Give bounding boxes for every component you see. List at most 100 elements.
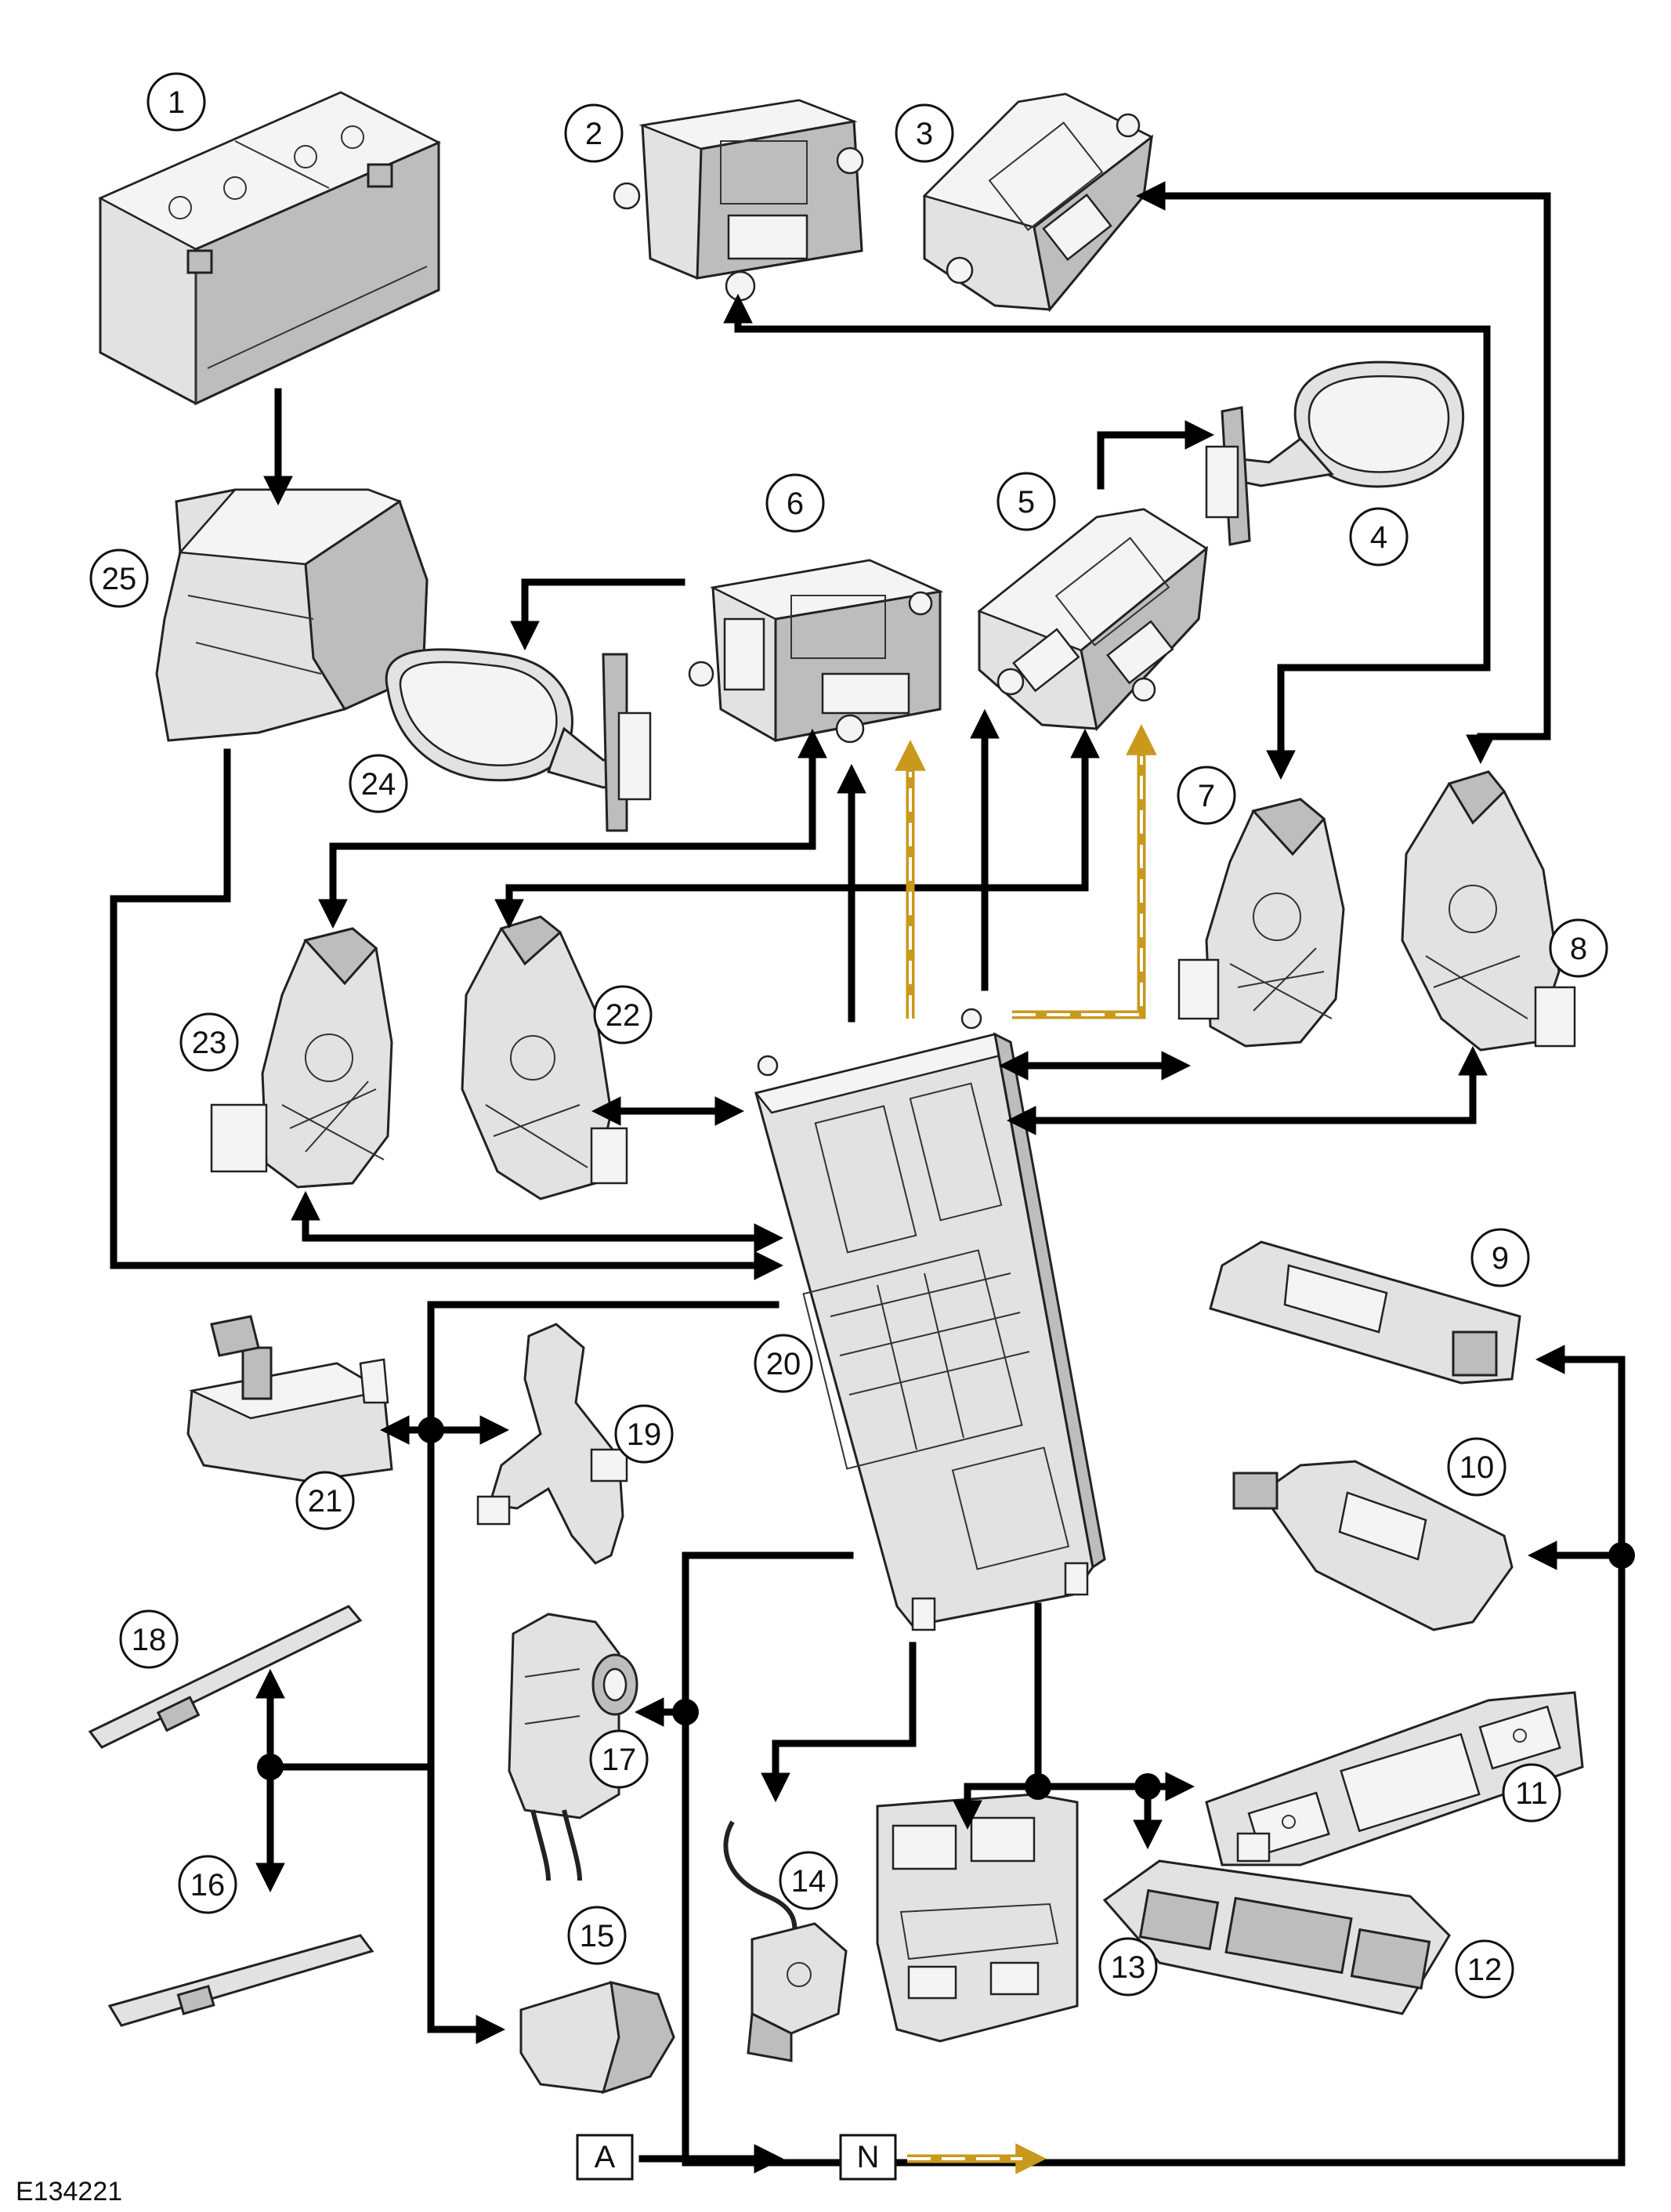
callout-circle <box>1349 507 1409 567</box>
callout-number: 4 <box>1370 520 1387 555</box>
callout-circle <box>349 754 408 813</box>
legend-item-n: N <box>839 2134 1047 2181</box>
callout-20: 20 <box>754 1334 813 1393</box>
callout-number: 8 <box>1570 932 1587 966</box>
callout-circle <box>295 1471 355 1530</box>
tailgate-latch-14-part <box>723 1820 848 2062</box>
callout-7: 7 <box>1177 766 1236 825</box>
callout-number: 21 <box>308 1484 343 1519</box>
callout-12: 12 <box>1455 1939 1514 1999</box>
callout-number: 9 <box>1492 1241 1509 1276</box>
callout-number: 14 <box>791 1864 826 1899</box>
sun-visor-9-part <box>1209 1240 1521 1385</box>
callout-4: 4 <box>1349 507 1409 567</box>
callout-21: 21 <box>295 1471 355 1530</box>
callout-number: 6 <box>787 487 804 521</box>
callout-circle <box>996 472 1056 531</box>
callout-circle <box>1177 766 1236 825</box>
callout-16: 16 <box>178 1855 237 1914</box>
central-junction-box-part <box>754 1008 1106 1631</box>
callout-circle <box>567 1906 627 1965</box>
exterior-mirror-left-part <box>385 648 652 832</box>
callout-circle <box>89 548 149 608</box>
callout-24: 24 <box>349 754 408 813</box>
callout-number: 19 <box>627 1417 662 1452</box>
handle-19-part <box>476 1323 628 1565</box>
sun-visor-10-part <box>1232 1460 1514 1631</box>
callout-circle <box>779 1851 838 1910</box>
junction-dots <box>257 1417 1635 1800</box>
callout-number: 3 <box>916 117 933 151</box>
callout-number: 16 <box>190 1868 226 1902</box>
module-3-part <box>922 92 1154 313</box>
callout-10: 10 <box>1447 1437 1506 1497</box>
callout-circle <box>1502 1763 1561 1823</box>
callout-circle <box>593 985 653 1044</box>
callout-number: 24 <box>361 767 396 802</box>
callout-1: 1 <box>146 72 206 132</box>
exterior-mirror-right-part <box>1205 360 1465 546</box>
callout-5: 5 <box>996 472 1056 531</box>
overhead-console-12-part <box>1102 1832 1451 2015</box>
callout-number: 7 <box>1198 779 1215 813</box>
callout-number: 1 <box>168 85 185 120</box>
door-latch-8-part <box>1401 770 1576 1052</box>
sensor-21-part <box>186 1315 393 1483</box>
legend-label-n: N <box>857 2140 880 2174</box>
legend-item-a: A <box>576 2134 784 2181</box>
battery-junction-box-part <box>155 488 429 742</box>
module-2-part <box>613 99 864 302</box>
wiring-a <box>110 181 1626 2167</box>
legend-label-a: A <box>595 2140 616 2174</box>
callout-number: 12 <box>1467 1953 1503 1987</box>
callout-number: 22 <box>606 998 641 1033</box>
callout-circle <box>564 103 624 163</box>
callout-6: 6 <box>765 473 825 533</box>
callout-circle <box>1455 1939 1514 1999</box>
callout-circle <box>178 1855 237 1914</box>
callout-25: 25 <box>89 548 149 608</box>
legend: A N <box>576 2134 1047 2181</box>
callout-number: 2 <box>585 117 602 151</box>
callout-circle <box>146 72 206 132</box>
callout-circle <box>119 1609 179 1669</box>
figure-reference: E134221 <box>16 2177 122 2207</box>
callout-number: 10 <box>1459 1450 1495 1485</box>
door-latch-7-part <box>1177 798 1345 1048</box>
callout-circle <box>765 473 825 533</box>
scuff-plate-lamp-16-part <box>107 1934 374 2027</box>
door-module-5-part <box>977 508 1209 732</box>
callout-circle <box>1447 1437 1506 1497</box>
door-module-6-part <box>688 559 944 744</box>
callout-3: 3 <box>895 103 954 163</box>
callout-18: 18 <box>119 1609 179 1669</box>
callout-number: 25 <box>102 562 137 596</box>
callout-14: 14 <box>779 1851 838 1910</box>
callout-number: 13 <box>1111 1950 1146 1985</box>
callout-11: 11 <box>1502 1763 1561 1823</box>
callout-number: 11 <box>1515 1776 1548 1811</box>
callout-circle <box>1098 1937 1158 1997</box>
callout-circle <box>1549 918 1608 978</box>
callout-8: 8 <box>1549 918 1608 978</box>
callout-circle <box>754 1334 813 1393</box>
callout-19: 19 <box>614 1404 674 1464</box>
callout-circle <box>614 1404 674 1464</box>
callout-number: 23 <box>192 1026 227 1060</box>
door-latch-23-part <box>210 927 393 1189</box>
callout-number: 18 <box>132 1623 167 1657</box>
door-latch-22-part <box>461 915 628 1200</box>
callout-circle <box>589 1729 649 1789</box>
callout-9: 9 <box>1470 1228 1530 1287</box>
callout-13: 13 <box>1098 1937 1158 1997</box>
callout-circle <box>179 1012 239 1072</box>
callout-number: 5 <box>1018 485 1035 520</box>
scuff-plate-lamp-18-part <box>88 1605 363 1749</box>
battery-part <box>98 91 441 406</box>
callout-number: 15 <box>580 1919 615 1953</box>
callout-number: 17 <box>602 1743 637 1777</box>
callout-circle <box>895 103 954 163</box>
callout-15: 15 <box>567 1906 627 1965</box>
